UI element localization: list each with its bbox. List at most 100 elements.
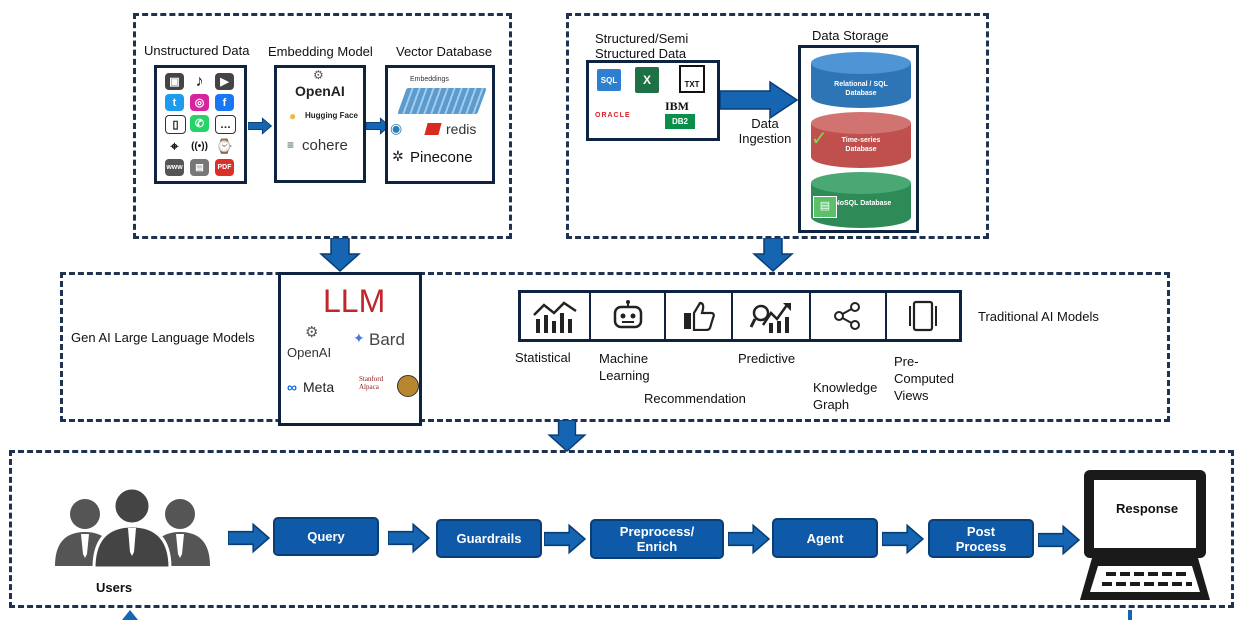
step-preprocess-enrich: Preprocess/ Enrich (590, 519, 724, 559)
db2-icon: DB2 (665, 114, 695, 129)
location-icon: ⌖ (165, 138, 184, 155)
arrow-postprocess-to-response-icon (1038, 524, 1080, 556)
robot-icon (591, 293, 666, 339)
model-label-recommendation: Recommendation (644, 391, 746, 406)
vector-logo-embeddings: Embeddings (410, 76, 449, 83)
speech-bubble-icon: … (215, 115, 236, 134)
video-icon: ▶ (215, 73, 234, 90)
traditional-models-bar (518, 290, 962, 342)
alpaca-icon (397, 375, 419, 397)
traditional-ai-label: Traditional AI Models (978, 309, 1099, 324)
vector-logo-pinecone: Pinecone (410, 149, 473, 166)
llm-logo-openai: OpenAI (287, 345, 332, 360)
step-agent: Agent (772, 518, 878, 558)
feedback-arrowhead-icon (122, 610, 138, 620)
web-icon: www (165, 159, 184, 176)
model-label-knowledge-graph: Knowledge Graph (813, 380, 878, 412)
structured-pipeline-section (566, 13, 989, 239)
unstructured-sources-box: ▣ ♪ ▶ t ◎ f ▯ ✆ … ⌖ ((•)) ⌚ www ▤ PDF (154, 65, 247, 184)
instagram-icon: ◎ (190, 94, 209, 111)
arrow-down-bottom-icon (546, 420, 588, 452)
table-icon: ▤ (813, 196, 837, 218)
data-storage-label: Data Storage (812, 28, 889, 43)
image-icon: ▣ (165, 73, 184, 90)
arrow-down-right-icon (752, 238, 794, 272)
model-label-precomputed-views: Pre-Computed Views (894, 354, 954, 403)
embedding-logo-hugging-face: Hugging Face (305, 111, 358, 120)
nosql-db-cylinder: NoSQL Database ▤ (811, 172, 911, 228)
arrow-down-left-icon (319, 238, 361, 272)
pinecone-icon: ✲ (392, 148, 404, 164)
genai-llm-label: Gen AI Large Language Models (71, 330, 255, 345)
signal-icon: ((•)) (190, 138, 209, 155)
llm-box: LLM ⚙ OpenAI ✦ Bard ∞ Meta Stanford Alpa… (278, 272, 422, 426)
data-storage-box: Relational / SQL Database Time-series Da… (798, 45, 919, 233)
twitter-icon: t (165, 94, 184, 111)
time-series-db-cylinder: Time-series Database ✓ (811, 112, 911, 168)
embedding-logo-openai: OpenAI (295, 83, 345, 99)
embeddings-grid-icon (397, 88, 487, 114)
vector-database-box: Embeddings ◉ redis ✲ Pinecone (385, 65, 495, 184)
embedding-model-label: Embedding Model (268, 44, 373, 59)
llm-logo-bard: Bard (369, 330, 405, 349)
mobile-chat-icon: ▯ (165, 115, 186, 134)
whatsapp-icon: ✆ (190, 115, 209, 132)
model-label-statistical: Statistical (515, 350, 571, 365)
txt-icon: TXT (679, 65, 705, 93)
eye-icon: ◉ (390, 120, 403, 136)
arrow-to-data-storage-icon (720, 80, 798, 120)
vector-database-label: Vector Database (396, 44, 493, 59)
share-graph-icon (811, 293, 887, 339)
precomputed-views-icon (887, 293, 959, 339)
ibm-logo: IBM (665, 99, 689, 113)
data-ingestion-label: Data Ingestion (738, 116, 792, 146)
facebook-icon: f (215, 94, 234, 111)
model-label-machine-learning: Machine Learning (599, 351, 650, 383)
thumbs-up-icon (666, 293, 733, 339)
openai-logo-icon: ⚙ (313, 68, 324, 82)
model-label-predictive: Predictive (738, 351, 796, 366)
sql-icon: SQL (597, 69, 621, 91)
redis-icon (424, 123, 442, 135)
unstructured-data-label: Unstructured Data (144, 43, 250, 58)
step-post-process: Post Process (928, 519, 1034, 558)
unstructured-pipeline-section (133, 13, 512, 239)
embedding-model-box: ⚙ OpenAI ● Hugging Face ≡ cohere (274, 65, 366, 183)
arrow-query-to-guardrails-icon (388, 522, 430, 554)
query-flow-section (9, 450, 1234, 608)
structured-sources-box: SQL X TXT ORACLE IBM DB2 (586, 60, 720, 141)
openai-icon: ⚙ (305, 324, 319, 341)
llm-title: LLM (323, 283, 386, 319)
llm-logo-stanford-alpaca: Stanford Alpaca (359, 375, 384, 391)
step-guardrails: Guardrails (436, 519, 542, 558)
vector-logo-redis: redis (446, 121, 477, 137)
music-icon: ♪ (190, 73, 209, 90)
document-icon: ▤ (190, 159, 209, 176)
users-icon (55, 488, 210, 568)
computer-icon (1080, 470, 1210, 600)
step-query: Query (273, 517, 379, 556)
feedback-line (1128, 610, 1132, 620)
cohere-icon: ≡ (287, 138, 295, 152)
ai-models-section (60, 272, 1170, 422)
oracle-logo: ORACLE (595, 112, 631, 119)
users-label: Users (96, 580, 133, 595)
arrow-preprocess-to-agent-icon (728, 523, 770, 555)
bard-icon: ✦ (353, 330, 365, 346)
structured-data-label: Structured/Semi Structured Data (595, 31, 689, 61)
relational-db-cylinder: Relational / SQL Database (811, 52, 911, 108)
embedding-logo-cohere: cohere (302, 137, 348, 154)
excel-icon: X (635, 67, 659, 93)
arrow-users-to-query-icon (228, 522, 270, 554)
arrow-to-embedding-icon (248, 108, 272, 144)
llm-logo-meta: Meta (303, 379, 335, 395)
response-label: Response (1116, 501, 1179, 516)
checkmark-icon: ✓ (811, 128, 828, 150)
statistical-icon (521, 293, 591, 339)
watch-icon: ⌚ (215, 138, 234, 155)
meta-icon: ∞ (287, 379, 297, 395)
pdf-icon: PDF (215, 159, 234, 176)
predictive-icon (733, 293, 811, 339)
arrow-agent-to-postprocess-icon (882, 523, 924, 555)
hugging-face-icon: ● (289, 109, 297, 123)
